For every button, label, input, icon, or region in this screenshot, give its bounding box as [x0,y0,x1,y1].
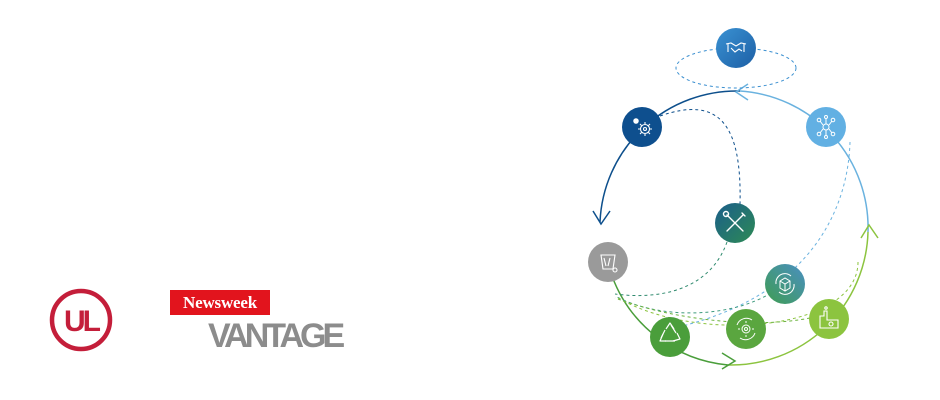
node-tools [715,203,755,243]
arrow-head-top [734,83,749,101]
recycle-icon [659,322,681,342]
gears-icon [633,118,652,136]
dashed-loop-lime [617,261,859,326]
newsweek-logo: Newsweek [170,290,270,315]
dashed-loop-gears [659,109,741,206]
arrow-head-left [592,210,611,226]
dashed-loop-boxcycle [614,292,772,314]
node-gears [622,107,662,147]
handshake-icon [725,42,747,53]
gear-cycle-icon [736,317,756,341]
trash-bin-icon [600,254,618,273]
node-handshake [716,28,756,68]
ul-logo: UL [49,288,113,352]
node-factory [809,299,849,339]
node-gear-cycle [726,309,766,349]
box-cycle-icon [775,273,795,295]
node-trash-bin [588,242,628,282]
ul-logo-text: UL [64,305,101,338]
factory-icon [819,306,839,329]
node-recycle [650,317,690,357]
arc-left [599,90,741,223]
network-icon [816,115,836,139]
arrow-head-bottom [721,352,737,370]
node-network [806,107,846,147]
tools-icon [722,210,746,232]
dashed-loop-factory [614,297,811,324]
arrow-head-right [860,223,879,239]
node-box-cycle [765,264,805,304]
vantage-logo: VANTAGE [208,317,345,355]
dashed-loop-tools [614,241,728,297]
